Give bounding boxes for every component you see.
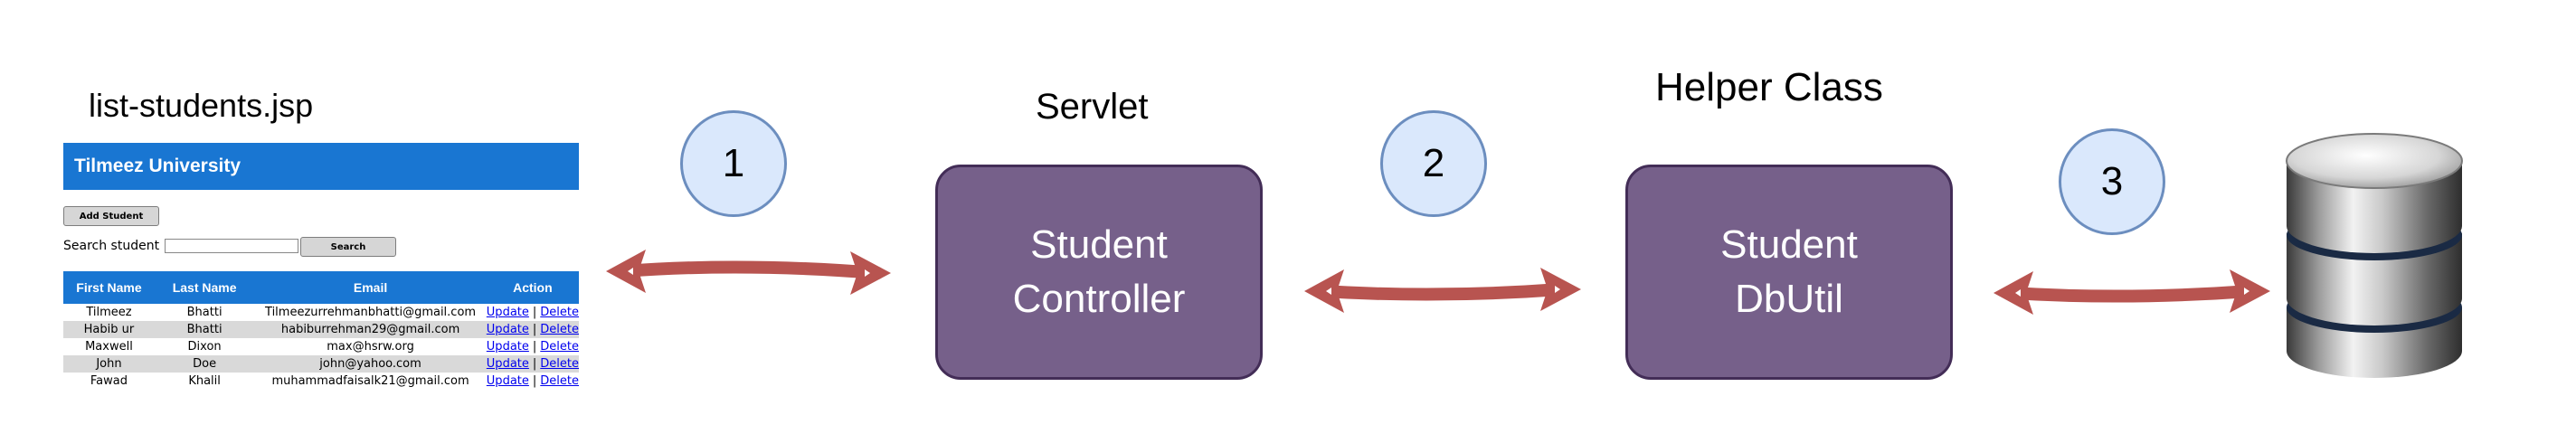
- table-cell: Tilmeez: [86, 306, 132, 319]
- update-link[interactable]: Update: [486, 357, 529, 371]
- jsp-page-preview: Tilmeez University Add Student Search st…: [63, 143, 579, 396]
- step-3-circle: 3: [2059, 128, 2165, 235]
- action-separator: |: [532, 306, 537, 319]
- student-controller-box: Student Controller: [935, 165, 1263, 380]
- action-separator: |: [532, 340, 537, 354]
- delete-link[interactable]: Delete: [540, 374, 579, 388]
- action-cell: Update|Delete: [487, 373, 579, 390]
- arrow-helper-database: [1994, 269, 2270, 315]
- update-link[interactable]: Update: [486, 340, 529, 354]
- update-link[interactable]: Update: [486, 306, 529, 319]
- table-cell: Habib ur: [63, 321, 155, 338]
- action-separator: |: [532, 357, 537, 371]
- update-link[interactable]: Update: [486, 323, 529, 336]
- action-separator: |: [532, 323, 537, 336]
- action-cell: Update|Delete: [487, 338, 579, 355]
- column-header: Action: [486, 271, 579, 304]
- action-separator: |: [532, 374, 537, 388]
- table-cell: Dixon: [187, 340, 222, 354]
- table-row: Fawad Khalil muhammadfaisalk21@gmail.com Up…: [63, 373, 579, 390]
- step-1-circle: 1: [680, 110, 787, 217]
- table-header-row: First Name Last Name Email Action: [63, 271, 579, 304]
- arrow-jsp-servlet: [606, 250, 891, 295]
- table-cell: John: [63, 355, 155, 373]
- database-icon: [2286, 133, 2463, 378]
- box-label-line: Student: [1720, 222, 1858, 267]
- search-label: Search student: [63, 239, 160, 253]
- table-row: Maxwell Dixon max@hsrw.org Update|Delete: [63, 338, 579, 355]
- servlet-caption: Servlet: [1036, 87, 1149, 127]
- table-cell: Maxwell: [85, 340, 133, 354]
- table-cell: Tilmeezurrehmanbhatti@gmail.com: [265, 306, 477, 319]
- search-button[interactable]: Search: [300, 237, 396, 257]
- column-header: Last Name: [154, 271, 255, 304]
- delete-link[interactable]: Delete: [540, 306, 579, 319]
- helper-class-caption: Helper Class: [1655, 65, 1883, 109]
- box-label-line: Controller: [1012, 277, 1186, 321]
- students-table: First Name Last Name Email Action Tilmee…: [63, 271, 579, 390]
- table-cell: Doe: [154, 355, 255, 373]
- delete-link[interactable]: Delete: [540, 357, 579, 371]
- table-cell: max@hsrw.org: [327, 340, 414, 354]
- table-cell: john@yahoo.com: [254, 355, 487, 373]
- column-header: Email: [254, 271, 487, 304]
- table-cell: Khalil: [188, 374, 221, 388]
- action-cell: Update|Delete: [486, 321, 579, 338]
- box-label-line: DbUtil: [1735, 277, 1843, 321]
- table-cell: Fawad: [90, 374, 128, 388]
- box-label-line: Student: [1030, 222, 1168, 267]
- update-link[interactable]: Update: [486, 374, 529, 388]
- table-row: Tilmeez Bhatti Tilmeezurrehmanbhatti@gmail…: [63, 304, 579, 321]
- search-input[interactable]: [165, 239, 298, 253]
- delete-link[interactable]: Delete: [540, 323, 579, 336]
- delete-link[interactable]: Delete: [540, 340, 579, 354]
- jsp-caption: list-students.jsp: [89, 87, 314, 124]
- arrow-servlet-helper: [1304, 268, 1581, 313]
- action-cell: Update|Delete: [486, 355, 579, 373]
- table-cell: habiburrehman29@gmail.com: [254, 321, 487, 338]
- student-dbutil-box: Student DbUtil: [1625, 165, 1953, 380]
- add-student-button[interactable]: Add Student: [63, 206, 159, 226]
- column-header: First Name: [63, 271, 155, 304]
- step-2-circle: 2: [1380, 110, 1487, 217]
- table-cell: Bhatti: [154, 321, 255, 338]
- action-cell: Update|Delete: [487, 304, 579, 321]
- table-cell: Bhatti: [186, 306, 223, 319]
- table-cell: muhammadfaisalk21@gmail.com: [271, 374, 469, 388]
- university-header: Tilmeez University: [63, 143, 579, 190]
